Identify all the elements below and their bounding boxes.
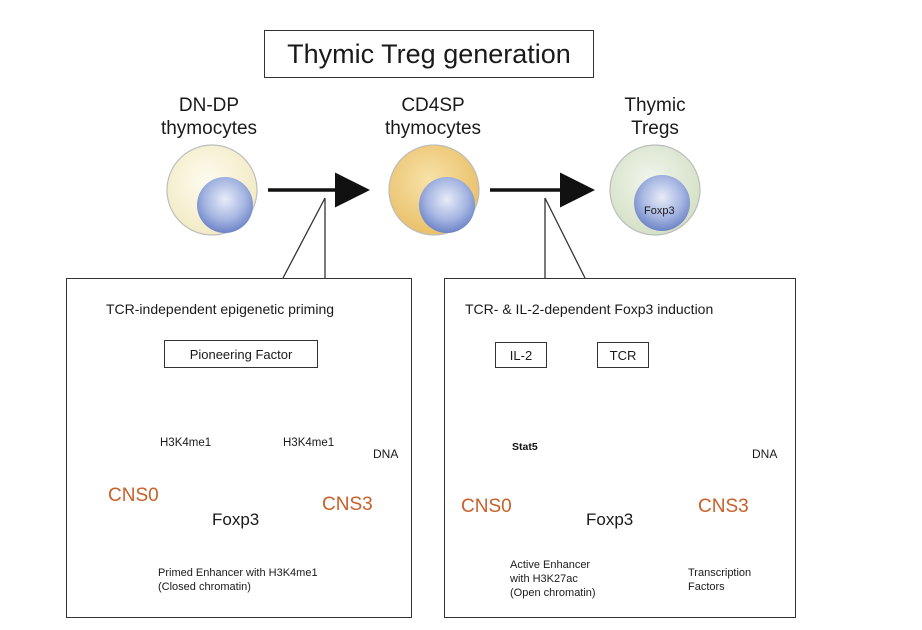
cell-thymic-treg xyxy=(609,144,701,236)
stage-label-cd4sp: CD4SP thymocytes xyxy=(384,95,482,139)
cns3-label-left: CNS3 xyxy=(322,494,373,515)
nucleus-dn-dp xyxy=(197,177,253,233)
dna-label-left: DNA xyxy=(373,447,399,461)
pioneering-factor-box: Pioneering Factor xyxy=(164,340,318,368)
cell-dn-dp xyxy=(166,144,258,236)
mark-h3k4me1-right: H3K4me1 xyxy=(283,437,335,449)
dna-label-right: DNA xyxy=(752,447,778,461)
cns0-label-right: CNS0 xyxy=(461,496,512,517)
il2-box: IL-2 xyxy=(495,342,547,368)
cns3-label-right: CNS3 xyxy=(698,496,749,517)
treg-nucleus-label: Foxp3 xyxy=(644,205,675,217)
cns0-label-left: CNS0 xyxy=(108,485,159,506)
legend-primed-enhancer: Primed Enhancer with H3K4me1 (Closed chr… xyxy=(158,567,318,593)
mark-h3k4me1-left: H3K4me1 xyxy=(160,437,212,449)
stage-label-tregs: Thymic Tregs xyxy=(624,95,686,139)
cell-cd4sp xyxy=(388,144,480,236)
left-panel-title: TCR-independent epigenetic priming xyxy=(106,301,335,317)
stage-label-dn-dp: DN-DP thymocytes xyxy=(160,95,258,139)
legend-active-enhancer: Active Enhancer with H3K27ac (Open chrom… xyxy=(510,559,596,599)
diagram-title: Thymic Treg generation xyxy=(264,30,594,78)
panel-epigenetic-priming xyxy=(66,278,412,618)
foxp3-gene-right: Foxp3 xyxy=(586,510,634,529)
callout-left xyxy=(282,197,326,279)
tcr-box: TCR xyxy=(597,342,649,368)
callout-right xyxy=(544,197,586,279)
nucleus-cd4sp xyxy=(419,177,475,233)
right-panel-title: TCR- & IL-2-dependent Foxp3 induction xyxy=(465,301,714,317)
legend-transcription-factors: Transcription Factors xyxy=(688,567,752,593)
nucleus-treg xyxy=(634,175,690,231)
stat5-label: Stat5 xyxy=(512,441,538,453)
panel-foxp3-induction xyxy=(444,278,796,618)
foxp3-gene-left: Foxp3 xyxy=(212,510,260,529)
